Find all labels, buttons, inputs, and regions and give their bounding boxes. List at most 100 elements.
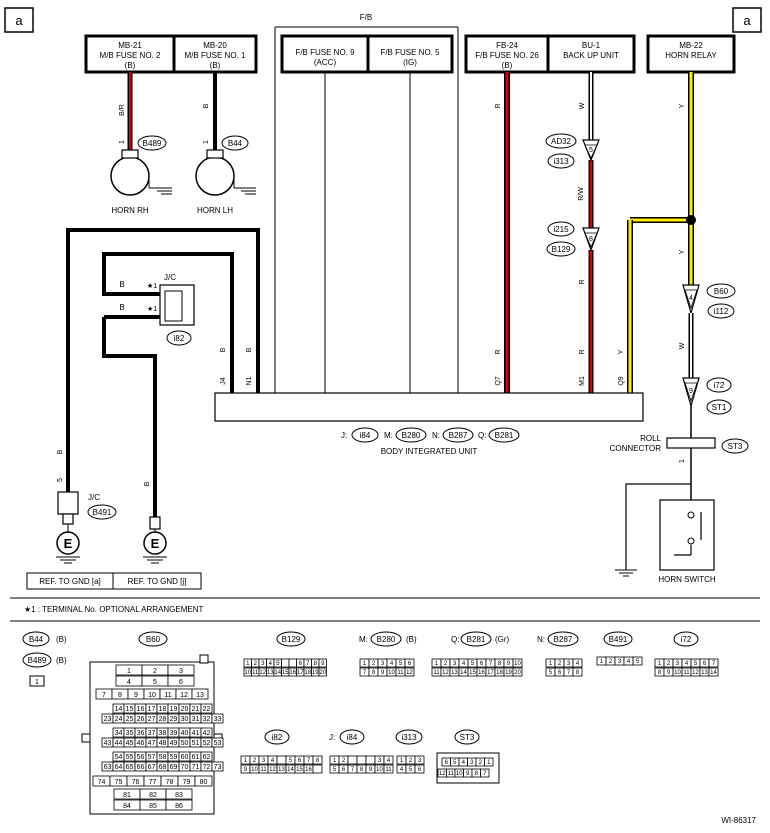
- svg-text:18: 18: [304, 670, 311, 676]
- svg-text:2: 2: [372, 661, 376, 667]
- svg-text:(B): (B): [56, 656, 67, 665]
- svg-text:FB-24: FB-24: [496, 41, 518, 50]
- svg-text:2: 2: [444, 661, 448, 667]
- svg-text:11: 11: [252, 670, 259, 676]
- svg-text:40: 40: [181, 730, 189, 737]
- svg-text:10: 10: [514, 661, 521, 667]
- connector-i72: i72: [706, 377, 732, 393]
- plug-i72-st1: 9: [682, 377, 700, 409]
- legend-b280: M: B280 (B): [359, 631, 417, 647]
- svg-text:30: 30: [181, 716, 189, 723]
- svg-text:6: 6: [298, 758, 302, 764]
- svg-text:36: 36: [137, 730, 145, 737]
- svg-text:2: 2: [254, 661, 258, 667]
- wire-label-y: Y: [618, 349, 625, 354]
- svg-text:11: 11: [164, 692, 171, 699]
- fb-label: F/B: [360, 13, 372, 22]
- svg-text:67: 67: [148, 764, 156, 771]
- svg-text:5: 5: [289, 758, 293, 764]
- svg-text:39: 39: [170, 730, 178, 737]
- plug-i215-b129: 8: [582, 227, 600, 252]
- svg-text:44: 44: [115, 740, 123, 747]
- svg-text:18: 18: [159, 706, 167, 713]
- svg-text:Q:: Q:: [451, 635, 459, 644]
- svg-text:i84: i84: [347, 733, 358, 742]
- svg-text:47: 47: [148, 740, 156, 747]
- svg-text:3: 3: [418, 758, 422, 764]
- svg-text:4: 4: [685, 661, 689, 667]
- biu-prefix-m: M:: [384, 431, 393, 440]
- svg-text:BU-1: BU-1: [582, 41, 601, 50]
- svg-text:(B): (B): [406, 635, 417, 644]
- svg-text:8: 8: [576, 670, 580, 676]
- svg-text:3: 3: [179, 668, 183, 675]
- horn-rh: [110, 149, 172, 196]
- svg-text:46: 46: [137, 740, 145, 747]
- svg-text:(ACC): (ACC): [314, 58, 337, 67]
- svg-text:i82: i82: [174, 334, 185, 343]
- wire-label-b: B: [119, 303, 124, 312]
- svg-text:10: 10: [388, 670, 395, 676]
- svg-text:15: 15: [126, 706, 134, 713]
- svg-text:B287: B287: [449, 431, 468, 440]
- svg-text:56: 56: [137, 754, 145, 761]
- svg-text:M/B FUSE NO. 1: M/B FUSE NO. 1: [185, 51, 246, 60]
- pin-label: 1: [203, 140, 210, 144]
- svg-text:M/B FUSE NO. 2: M/B FUSE NO. 2: [100, 51, 161, 60]
- svg-text:49: 49: [170, 740, 178, 747]
- svg-text:12: 12: [442, 670, 449, 676]
- svg-text:57: 57: [148, 754, 156, 761]
- header-bu1: BU-1 BACK UP UNIT: [546, 34, 636, 74]
- pin-label: 1: [119, 140, 126, 144]
- connector-i215: i215: [547, 221, 575, 237]
- svg-text:53: 53: [214, 740, 222, 747]
- svg-text:F/B FUSE NO. 9: F/B FUSE NO. 9: [295, 48, 355, 57]
- svg-text:i72: i72: [681, 635, 692, 644]
- svg-text:73: 73: [214, 764, 222, 771]
- svg-text:i82: i82: [272, 733, 283, 742]
- wire-label-y: Y: [679, 103, 686, 108]
- svg-text:B491: B491: [609, 635, 628, 644]
- connector-i82: i82: [166, 330, 192, 346]
- svg-text:9: 9: [321, 661, 325, 667]
- wire-label-b: B: [119, 280, 124, 289]
- svg-text:65: 65: [126, 764, 134, 771]
- header-fb24: FB-24 F/B FUSE NO. 26 (B): [464, 34, 550, 74]
- svg-text:19: 19: [170, 706, 178, 713]
- svg-text:4: 4: [689, 295, 693, 302]
- connector-st3: ST3: [721, 438, 749, 454]
- connector-i84: i84: [351, 427, 379, 443]
- biu-prefix-q: Q:: [478, 431, 486, 440]
- svg-text:1: 1: [363, 661, 367, 667]
- svg-text:21: 21: [192, 706, 200, 713]
- svg-text:78: 78: [166, 779, 174, 786]
- wire-label-b: B: [144, 481, 151, 486]
- svg-text:3: 3: [676, 661, 680, 667]
- svg-text:i72: i72: [714, 381, 725, 390]
- svg-text:13: 13: [701, 670, 708, 676]
- connector-i313: i313: [547, 153, 575, 169]
- wire-label-b: B: [246, 347, 253, 352]
- svg-text:12: 12: [180, 692, 188, 699]
- horn-switch: [659, 499, 715, 571]
- svg-text:14: 14: [460, 670, 467, 676]
- svg-text:E: E: [151, 536, 160, 551]
- svg-text:7: 7: [483, 771, 487, 777]
- svg-text:15: 15: [282, 670, 289, 676]
- svg-text:MB-21: MB-21: [118, 41, 142, 50]
- svg-text:2: 2: [558, 661, 562, 667]
- svg-text:2: 2: [479, 760, 483, 766]
- svg-text:i112: i112: [714, 307, 729, 316]
- svg-text:41: 41: [192, 730, 200, 737]
- svg-text:17: 17: [148, 706, 156, 713]
- svg-text:i84: i84: [360, 431, 371, 440]
- svg-text:11: 11: [683, 670, 690, 676]
- svg-text:54: 54: [115, 754, 123, 761]
- biu-prefix-n: N:: [432, 431, 440, 440]
- svg-text:19: 19: [312, 670, 319, 676]
- svg-text:10: 10: [244, 670, 251, 676]
- ground-horn-switch: [615, 483, 691, 577]
- svg-text:6: 6: [480, 661, 484, 667]
